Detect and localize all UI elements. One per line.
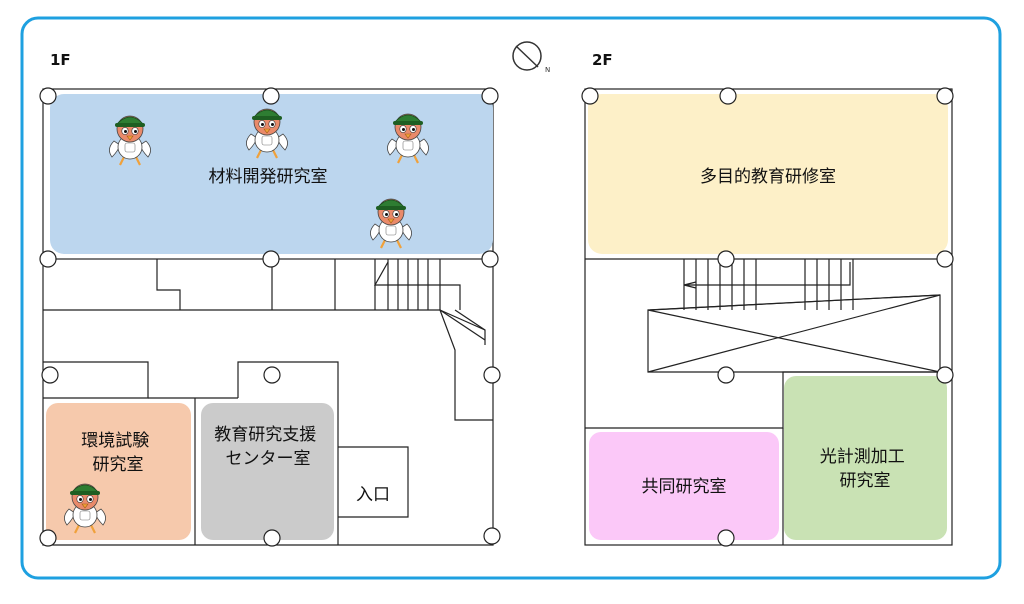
first-floor-plan: 材料開発研究室 環境試験 研究室 教育研究支援 センター室 入口 bbox=[39, 87, 501, 547]
floor-label-1f: 1F bbox=[50, 51, 71, 69]
room-optics-lab bbox=[784, 376, 947, 540]
room-joint-lab bbox=[589, 432, 779, 540]
room-label-material-lab: 材料開発研究室 bbox=[209, 167, 328, 187]
room-label-env-lab: 環境試験 研究室 bbox=[81, 431, 154, 475]
room-label-support-center: 教育研究支援 センター室 bbox=[214, 425, 321, 469]
entrance-label: 入口 bbox=[356, 485, 390, 505]
room-label-optics-lab: 光計測加工 研究室 bbox=[820, 447, 910, 491]
second-floor-plan: 多目的教育研修室 共同研究室 光計測加工 研究室 bbox=[581, 87, 954, 547]
floor-label-2f: 2F bbox=[592, 51, 613, 69]
room-support-center bbox=[201, 403, 334, 540]
room-multipurpose bbox=[588, 94, 948, 254]
room-label-multipurpose: 多目的教育研修室 bbox=[700, 167, 836, 187]
compass-label: N bbox=[545, 66, 550, 74]
north-arrow-icon bbox=[512, 41, 542, 71]
room-label-joint-lab: 共同研究室 bbox=[642, 477, 727, 497]
